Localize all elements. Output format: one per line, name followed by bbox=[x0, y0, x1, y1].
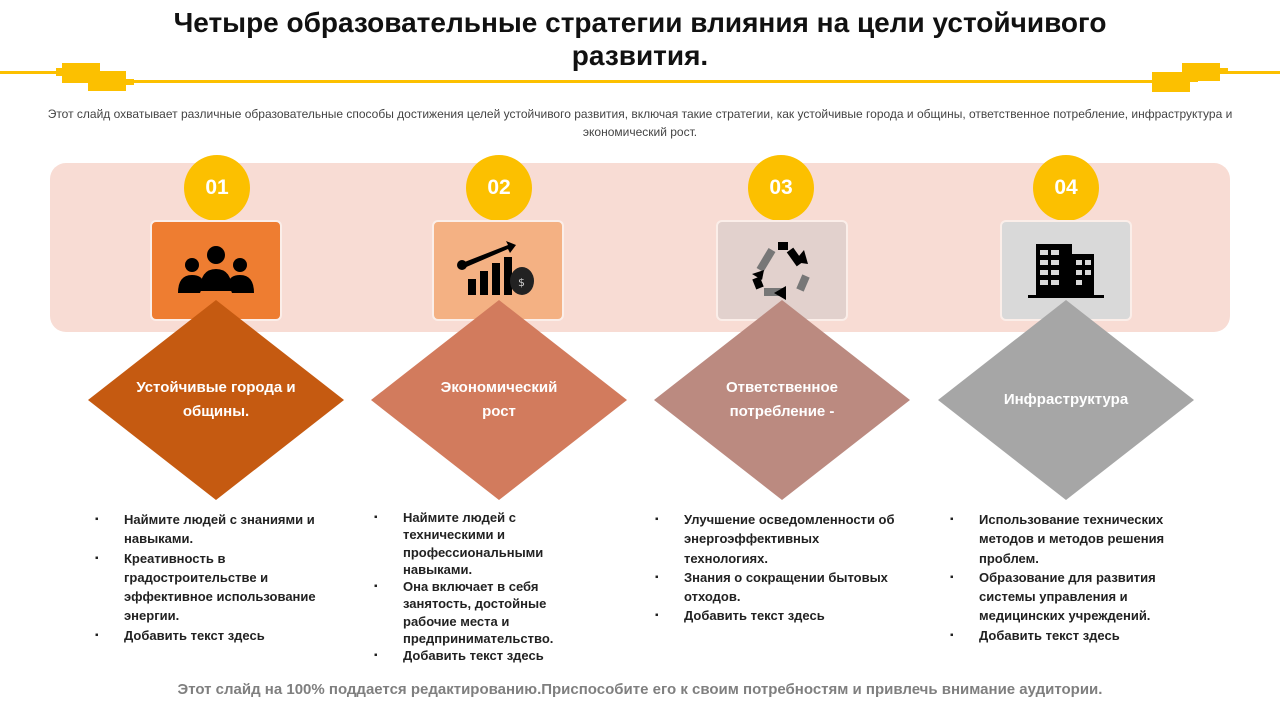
building-icon bbox=[1028, 243, 1104, 298]
icon-box-4 bbox=[1000, 220, 1132, 321]
strategy-label-1: Устойчивые города и общины. bbox=[136, 379, 296, 420]
recycle-icon bbox=[752, 241, 810, 300]
bullet-item: Добавить текст здесь bbox=[950, 626, 1190, 646]
footer-note: Этот слайд на 100% поддается редактирова… bbox=[177, 681, 1103, 698]
strategy-diamond-2: Экономический рост bbox=[371, 300, 627, 500]
people-group-icon bbox=[178, 245, 254, 293]
bullet-list-4: Использование технических методов и мето… bbox=[950, 510, 1190, 645]
decorative-connector-lines bbox=[0, 63, 1280, 92]
strategy-diamond-4: Инфраструктура bbox=[938, 300, 1194, 500]
svg-text:$: $ bbox=[518, 276, 525, 289]
step-number-3: 03 bbox=[748, 155, 814, 221]
step-number-2: 02 bbox=[466, 155, 532, 221]
bullet-item: Наймите людей с техническими и профессио… bbox=[374, 509, 574, 578]
bullet-list-2: Наймите людей с техническими и профессио… bbox=[374, 509, 574, 665]
slide-subtitle: Этот слайд охватывает различные образова… bbox=[47, 107, 1233, 139]
step-number-1: 01 bbox=[184, 155, 250, 221]
bullet-item: Добавить текст здесь bbox=[95, 626, 345, 646]
growth-chart-coin-icon: $ bbox=[457, 240, 534, 295]
bullet-item: Добавить текст здесь bbox=[655, 606, 905, 626]
bullet-item: Образование для развития системы управле… bbox=[950, 568, 1190, 626]
bullet-item: Использование технических методов и мето… bbox=[950, 510, 1190, 568]
bullet-list-3: Улучшение осведомленности об энергоэффек… bbox=[655, 510, 905, 626]
strategy-diamond-1: Устойчивые города и общины. bbox=[88, 300, 344, 500]
strategy-label-3: Ответственное потребление - bbox=[725, 379, 838, 420]
bullet-item: Добавить текст здесь bbox=[374, 647, 574, 665]
bullet-item: Наймите людей с знаниями и навыками. bbox=[95, 510, 345, 549]
strategy-diamond-3: Ответственное потребление - bbox=[654, 300, 910, 500]
strategy-label-4: Инфраструктура bbox=[1003, 391, 1129, 408]
bullet-list-1: Наймите людей с знаниями и навыками. Кре… bbox=[95, 510, 345, 645]
bullet-item: Она включает в себя занятость, достойные… bbox=[374, 578, 574, 647]
strategy-label-2: Экономический рост bbox=[440, 379, 558, 420]
step-number-4: 04 bbox=[1033, 155, 1099, 221]
slide-title: Четыре образовательные стратегии влияния… bbox=[173, 7, 1107, 71]
bullet-item: Улучшение осведомленности об энергоэффек… bbox=[655, 510, 905, 568]
bullet-item: Знания о сокращении бытовых отходов. bbox=[655, 568, 905, 607]
bullet-item: Креативность в градостроительстве и эффе… bbox=[95, 549, 345, 626]
